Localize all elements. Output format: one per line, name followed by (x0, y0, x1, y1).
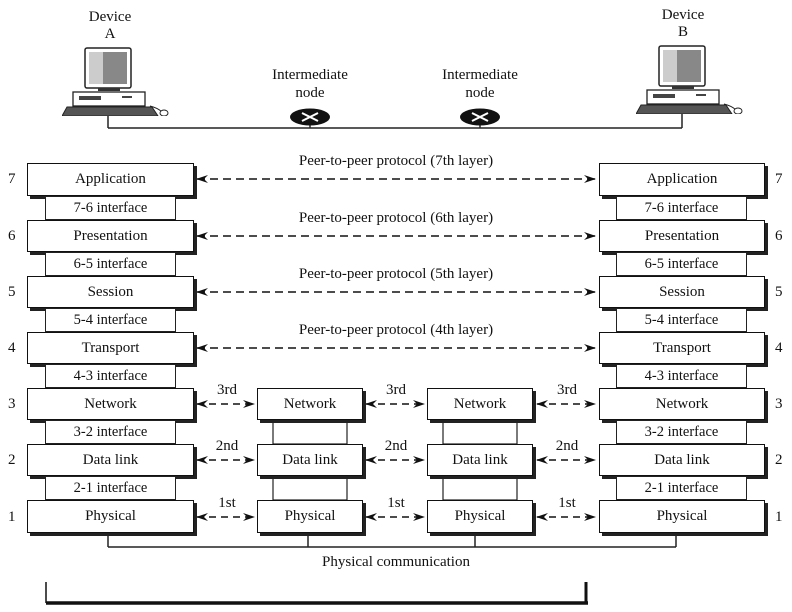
interface-box-4-3: 4-3 interface (616, 364, 747, 388)
hop-label-2nd: 2nd (384, 438, 408, 454)
layer-number-5: 5 (8, 284, 16, 300)
hop-label-2nd: 2nd (215, 438, 239, 454)
peer-protocol-label-7: Peer-to-peer protocol (7th layer) (298, 153, 494, 169)
interface-box-2-1: 2-1 interface (45, 476, 176, 500)
interface-box-7-6: 7-6 interface (616, 196, 747, 220)
layer-box-physical: Physical (27, 500, 194, 533)
hop-label-3rd: 3rd (217, 382, 237, 398)
layer-number-2: 2 (8, 452, 16, 468)
layer-number-3: 3 (775, 396, 783, 412)
interface-box-5-4: 5-4 interface (45, 308, 176, 332)
interface-box-6-5: 6-5 interface (45, 252, 176, 276)
peer-protocol-label-6: Peer-to-peer protocol (6th layer) (298, 210, 494, 226)
node1-layer-data-link: Data link (257, 444, 363, 476)
router-icon (459, 108, 501, 126)
layer-box-presentation: Presentation (27, 220, 194, 252)
layer-box-network: Network (599, 388, 765, 420)
device-b-label: Device (661, 7, 705, 23)
layer-number-4: 4 (8, 340, 16, 356)
node1-layer-network: Network (257, 388, 363, 420)
hop-arrows (196, 400, 596, 521)
interface-box-2-1: 2-1 interface (616, 476, 747, 500)
interface-box-3-2: 3-2 interface (45, 420, 176, 444)
layer-box-transport: Transport (599, 332, 765, 364)
interface-box-3-2: 3-2 interface (616, 420, 747, 444)
hop-label-1st: 1st (558, 495, 576, 511)
layer-number-3: 3 (8, 396, 16, 412)
intermediate-node-2-sublabel: node (465, 85, 495, 101)
bottom-bracket (45, 582, 588, 605)
node1-layer-physical: Physical (257, 500, 363, 533)
computer-icon (635, 42, 746, 115)
hop-label-1st: 1st (218, 495, 236, 511)
interface-box-7-6: 7-6 interface (45, 196, 176, 220)
intermediate-node-2-label: Intermediate (442, 67, 518, 83)
interface-box-4-3: 4-3 interface (45, 364, 176, 388)
layer-box-physical: Physical (599, 500, 765, 533)
node2-layer-physical: Physical (427, 500, 533, 533)
layer-number-7: 7 (775, 171, 783, 187)
router-icon (289, 108, 331, 126)
layer-number-7: 7 (8, 171, 16, 187)
intermediate-node-1-label: Intermediate (272, 67, 348, 83)
hop-label-2nd: 2nd (555, 438, 579, 454)
hop-label-3rd: 3rd (557, 382, 577, 398)
physical-bus (107, 535, 677, 548)
hop-label-1st: 1st (387, 495, 405, 511)
layer-box-data-link: Data link (27, 444, 194, 476)
computer-icon (61, 44, 172, 117)
hop-label-3rd: 3rd (386, 382, 406, 398)
layer-box-application: Application (27, 163, 194, 196)
layer-box-network: Network (27, 388, 194, 420)
peer-protocol-label-5: Peer-to-peer protocol (5th layer) (298, 266, 494, 282)
node2-layer-data-link: Data link (427, 444, 533, 476)
layer-box-session: Session (599, 276, 765, 308)
layer-number-2: 2 (775, 452, 783, 468)
layer-number-1: 1 (775, 509, 783, 525)
layer-number-6: 6 (775, 228, 783, 244)
layer-box-application: Application (599, 163, 765, 196)
node2-layer-network: Network (427, 388, 533, 420)
layer-box-data-link: Data link (599, 444, 765, 476)
device-b-letter: B (677, 24, 688, 40)
intermediate-node-1-sublabel: node (295, 85, 325, 101)
layer-number-6: 6 (8, 228, 16, 244)
device-a-letter: A (104, 26, 116, 42)
device-a-label: Device (88, 9, 132, 25)
layer-box-presentation: Presentation (599, 220, 765, 252)
layer-box-transport: Transport (27, 332, 194, 364)
layer-number-1: 1 (8, 509, 16, 525)
intermediate-connectors (272, 419, 518, 501)
layer-number-5: 5 (775, 284, 783, 300)
interface-box-5-4: 5-4 interface (616, 308, 747, 332)
layer-box-session: Session (27, 276, 194, 308)
peer-protocol-label-4: Peer-to-peer protocol (4th layer) (298, 322, 494, 338)
physical-communication-label: Physical communication (322, 554, 470, 570)
interface-box-6-5: 6-5 interface (616, 252, 747, 276)
layer-number-4: 4 (775, 340, 783, 356)
